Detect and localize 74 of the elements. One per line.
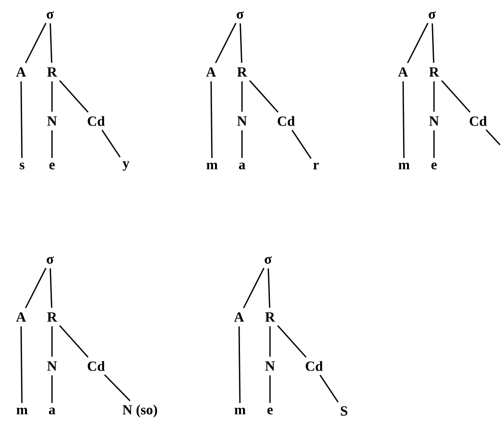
segment-label: e (267, 408, 273, 414)
category-label: N (237, 116, 247, 126)
tree-branch (25, 22, 46, 64)
tree-branch (320, 374, 339, 402)
tree-branch (243, 268, 264, 308)
category-label: N (265, 361, 275, 371)
tree-branch (241, 130, 243, 158)
category-label: R (47, 67, 58, 77)
syllable-label: σ (46, 256, 54, 264)
segment-label: e (431, 162, 437, 170)
category-label: A (206, 67, 216, 77)
tree-branch (51, 326, 53, 357)
tree-branch (407, 22, 428, 64)
segment-label: e (49, 162, 55, 170)
segment-label: a (48, 408, 56, 414)
tree-branch (441, 80, 471, 113)
category-label: N (47, 361, 57, 371)
tree-branch (240, 23, 242, 63)
segment-label: m (398, 162, 410, 170)
segment-label: S (340, 406, 348, 416)
tree-branch (238, 326, 241, 404)
category-label: Cd (278, 116, 295, 126)
tree-branch (59, 80, 89, 113)
tree-branch (268, 268, 270, 308)
category-label: N (47, 116, 57, 126)
segment-label: y (122, 161, 130, 171)
category-label: Cd (88, 116, 105, 126)
tree-branch (50, 23, 52, 63)
tree-branch (486, 129, 500, 146)
tree-branch (215, 22, 236, 64)
tree-branch (269, 326, 271, 357)
category-label: R (237, 67, 248, 77)
category-label: R (429, 67, 440, 77)
tree-branch (20, 326, 23, 404)
category-label: Cd (306, 361, 323, 371)
tree-branch (249, 80, 279, 113)
category-label: N (429, 116, 439, 126)
tree-branch (51, 130, 53, 158)
tree-branch (433, 81, 435, 112)
category-label: R (265, 312, 276, 322)
segment-label: m (206, 162, 218, 170)
tree-branch (50, 268, 52, 308)
tree-branch (20, 81, 23, 158)
category-label: A (16, 67, 26, 77)
tree-branch (277, 325, 307, 358)
category-label: Cd (88, 361, 105, 371)
tree-branch (210, 81, 213, 158)
segment-label: m (16, 408, 28, 414)
segment-label: N (so) (122, 404, 158, 418)
tree-branch (241, 81, 243, 112)
category-label: Cd (470, 116, 487, 126)
syllable-label: σ (264, 256, 272, 264)
tree-branch (292, 130, 312, 159)
tree-branch (432, 23, 434, 63)
category-label: R (47, 312, 58, 322)
category-label: A (398, 67, 408, 77)
tree-branch (25, 268, 46, 308)
tree-branch (51, 375, 53, 403)
tree-branch (102, 130, 121, 158)
syllable-label: σ (236, 11, 244, 19)
category-label: A (234, 312, 244, 322)
syllable-label: σ (428, 11, 436, 19)
segment-label: s (20, 162, 24, 170)
segment-label: r (313, 162, 319, 170)
tree-branch (104, 374, 130, 402)
tree-branch (433, 130, 435, 158)
segment-label: m (234, 408, 246, 414)
tree-branch (51, 81, 53, 112)
syllable-label: σ (46, 11, 54, 19)
tree-branch (402, 81, 405, 158)
segment-label: a (238, 162, 246, 170)
category-label: A (16, 312, 26, 322)
tree-branch (59, 325, 89, 358)
tree-branch (269, 375, 271, 403)
